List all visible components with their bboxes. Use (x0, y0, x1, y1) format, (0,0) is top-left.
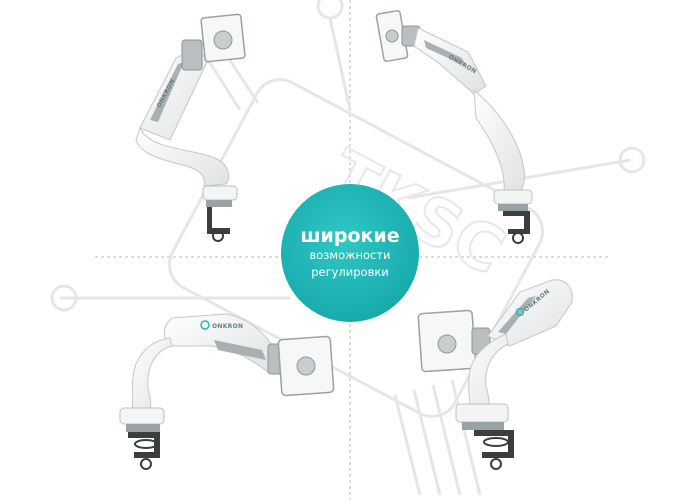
guide-lines (95, 0, 610, 500)
feature-badge: широкие возможности регулировки (280, 203, 420, 303)
badge-line-2: регулировки (311, 265, 389, 279)
badge-line-1: возможности (309, 248, 391, 262)
monitor-arm-bottom-left: ONKRON (119, 313, 335, 470)
monitor-arm-top-right: ONKRON (375, 10, 533, 244)
monitor-arm-top-left: ONKRON (135, 13, 246, 242)
brand-mark-bottom-left: ONKRON (212, 323, 243, 330)
badge-title: широкие (300, 225, 400, 247)
feature-badge-circle (281, 184, 419, 322)
monitor-arm-bottom-right: ONKRON (417, 279, 573, 470)
